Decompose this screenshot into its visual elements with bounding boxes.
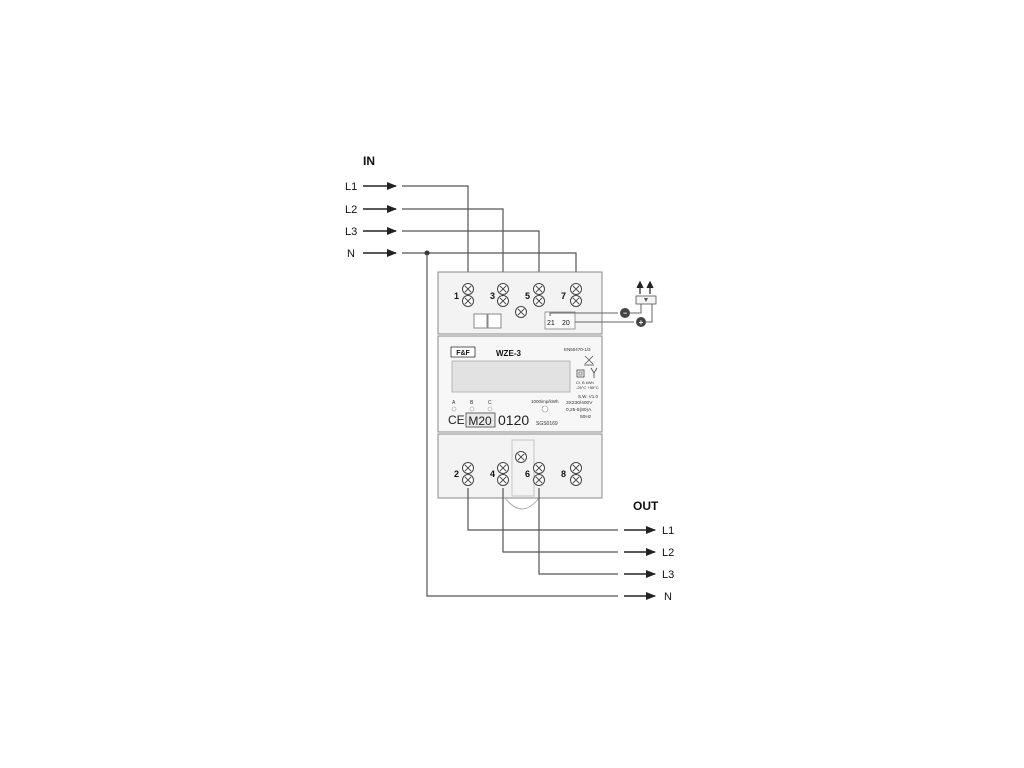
terminal-screws: [462, 283, 582, 486]
wire-in-l2: [402, 208, 504, 286]
input-label-l3: L3: [345, 226, 357, 238]
pulse-output-arrows-icon: [636, 280, 654, 294]
pulse-terminal-block: [544, 311, 576, 330]
phase-led-c: [487, 406, 493, 412]
wire-neutral-through: [426, 253, 618, 597]
screw-terminal-7-a: [570, 283, 582, 295]
current-rating: 0,25-5(80)A: [566, 407, 592, 413]
screw-terminal-4-b: [497, 474, 509, 486]
wire-in-l3: [402, 230, 540, 286]
screw-terminal-1-a: [462, 283, 474, 295]
wire-out-l3: [538, 488, 618, 575]
metrology-mark-box: [465, 412, 496, 428]
software-version: S.W. V1.0: [578, 394, 599, 399]
screw-terminal-4-a: [497, 462, 509, 474]
certificate-number: SGS0169: [536, 421, 558, 427]
wire-out-l2: [502, 488, 618, 553]
pulse-terminal-label-20: 20: [562, 320, 570, 327]
antenna-icon: [590, 367, 598, 378]
double-insulation-inner-icon: [578, 371, 583, 376]
phase-led-b: [469, 406, 475, 412]
terminal-label-8: 8: [561, 469, 566, 479]
terminal-label-6: 6: [525, 469, 530, 479]
brand-logo: [450, 346, 476, 358]
screw-terminal-3-a: [497, 283, 509, 295]
terminal-label-2: 2: [454, 469, 459, 479]
pulse-terminal-label-21: 21: [547, 320, 555, 327]
phase-label-c: C: [488, 400, 492, 406]
double-insulation-icon: [576, 369, 585, 378]
standard-label: EN50470-1/3: [564, 347, 591, 352]
din-rail-clip: [504, 497, 540, 510]
screw-terminal-8-a: [570, 462, 582, 474]
impulse-rate-label: 1000imp/kWh: [531, 399, 559, 404]
screw-terminal-6-a: [533, 462, 545, 474]
input-label-l2: L2: [345, 204, 357, 216]
output-label-n: N: [664, 591, 672, 603]
screw-terminal-2-b: [462, 474, 474, 486]
metrology-mark: M20: [468, 414, 492, 428]
pulse-minus-terminal-icon: [620, 308, 630, 318]
screw-terminal-3-b: [497, 295, 509, 307]
input-heading: IN: [363, 154, 375, 168]
wire-in-l1: [402, 185, 469, 286]
output-heading: OUT: [633, 499, 659, 513]
model-label: WZE-3: [496, 349, 521, 358]
pulse-plus-terminal-icon: [636, 317, 646, 327]
wire-pulse-plus-riser: [646, 304, 653, 323]
wire-pulse-minus-riser: [630, 304, 642, 314]
upper-slot-right: [487, 313, 502, 329]
weee-bin-icon: [584, 355, 594, 366]
output-label-l3: L3: [662, 569, 674, 581]
notified-body-number: 0120: [498, 412, 529, 428]
phase-label-a: A: [452, 400, 456, 406]
screw-terminal-5-a: [533, 283, 545, 295]
screw-terminal-5-b: [533, 295, 545, 307]
terminal-label-3: 3: [490, 291, 495, 301]
class-line-2: -25°C +55°C: [576, 385, 599, 390]
frequency-rating: 50Hz: [580, 414, 592, 420]
phase-label-b: B: [470, 400, 474, 406]
upper-slot-left: [473, 313, 488, 329]
impulse-led: [541, 405, 549, 413]
pulse-plus-symbol: +: [639, 318, 644, 327]
terminal-label-1: 1: [454, 291, 459, 301]
screw-terminal-8-b: [570, 474, 582, 486]
screw-upper-center: [515, 306, 527, 318]
screw-terminal-2-a: [462, 462, 474, 474]
brand-logo-text: F&F: [456, 350, 470, 357]
voltage-rating: 3X230/400V: [566, 400, 593, 406]
pulse-minus-symbol: −: [623, 311, 627, 318]
screw-lower-center: [515, 451, 527, 463]
input-label-n: N: [347, 248, 355, 260]
terminal-label-7: 7: [561, 291, 566, 301]
optocoupler-diode-icon: [644, 298, 648, 302]
terminal-label-4: 4: [490, 469, 495, 479]
terminal-label-5: 5: [525, 291, 530, 301]
wire-out-l1: [467, 488, 618, 531]
phase-led-a: [451, 406, 457, 412]
ce-mark: CE: [448, 413, 465, 427]
class-line-1: Cl. B kWh: [576, 380, 594, 385]
wire-pulse-minus: [549, 312, 618, 316]
screw-terminal-6-b: [533, 474, 545, 486]
screw-terminal-7-b: [570, 295, 582, 307]
screw-terminal-1-b: [462, 295, 474, 307]
input-label-l1: L1: [345, 181, 357, 193]
lcd-display: [451, 360, 571, 393]
output-label-l2: L2: [662, 547, 674, 559]
output-label-l1: L1: [662, 525, 674, 537]
